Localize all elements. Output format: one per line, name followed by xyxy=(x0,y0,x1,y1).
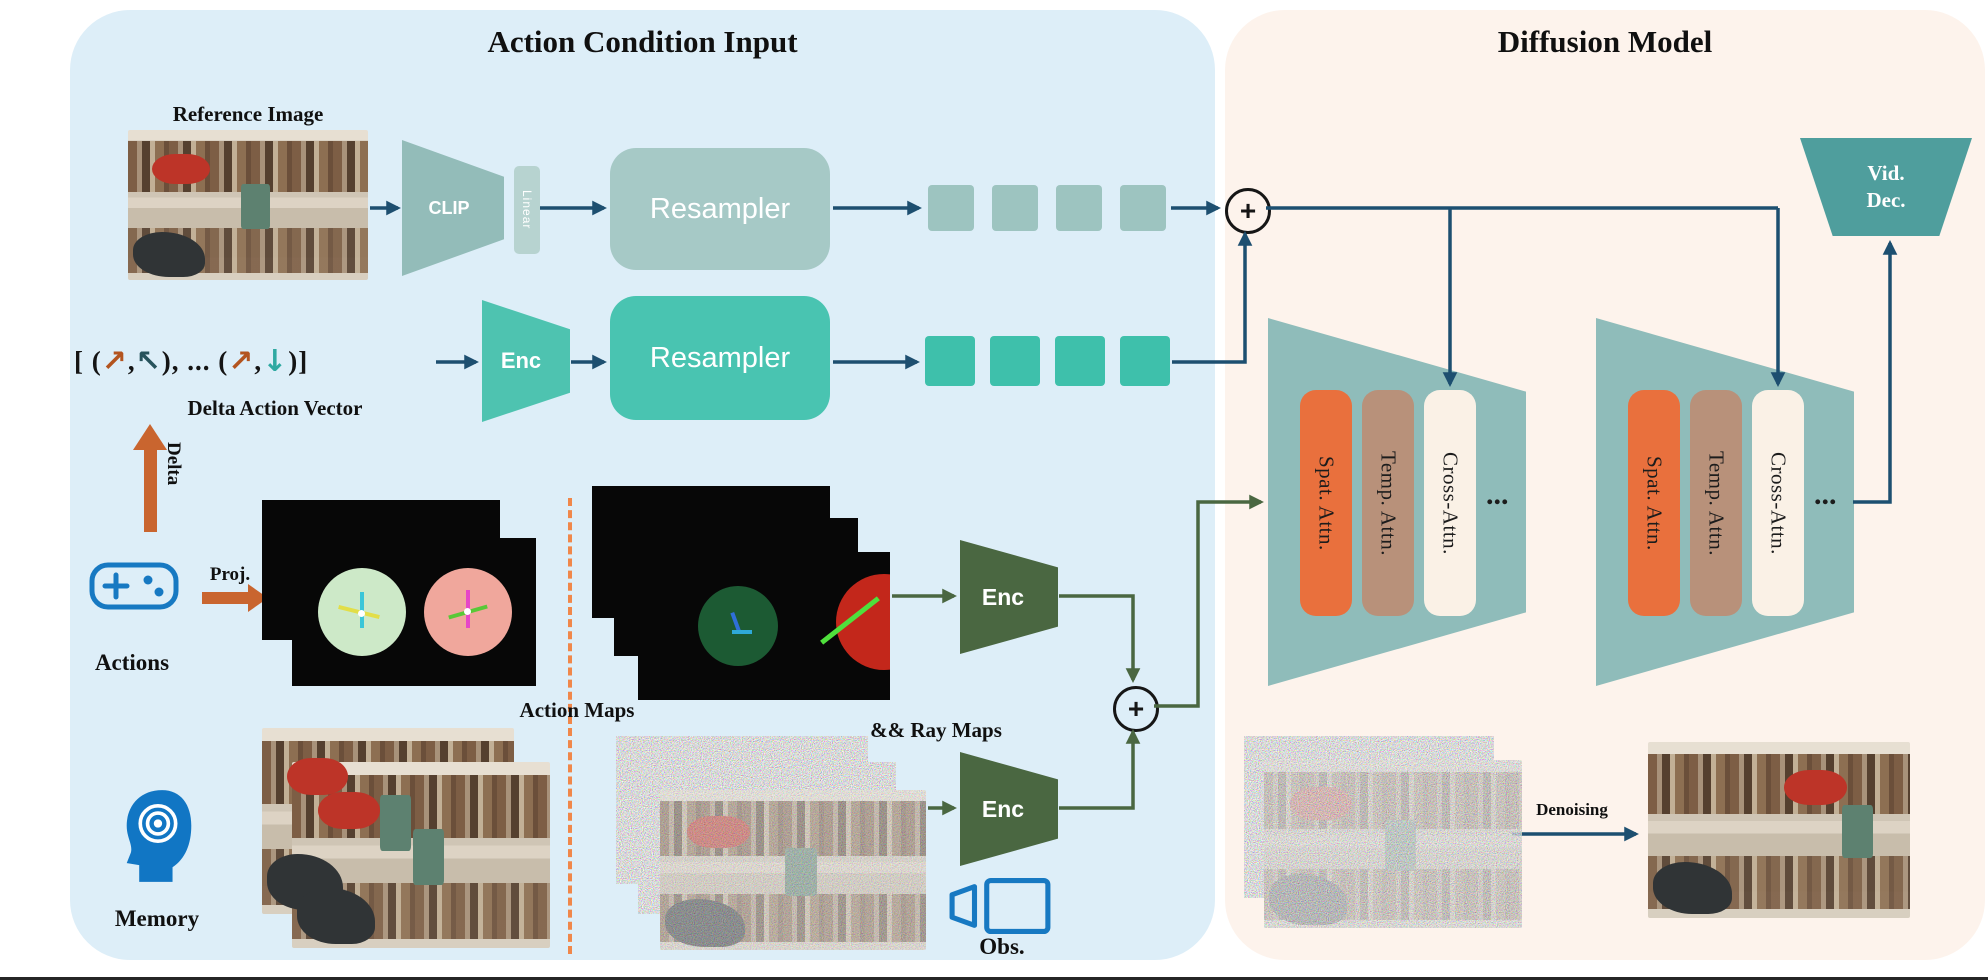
memory-image-front xyxy=(292,762,550,948)
dv-seg: , xyxy=(127,345,136,376)
obs-label: Obs. xyxy=(979,934,1025,959)
dv-arrow-ne-icon: ↗ xyxy=(228,343,255,379)
spatial-attention-label: Spat. Attn. xyxy=(1314,455,1339,551)
action-maps-label: Action Maps xyxy=(519,698,635,722)
left-panel-title: Action Condition Input xyxy=(487,24,798,59)
delta-arrow-shaft xyxy=(144,448,157,532)
token xyxy=(1120,336,1170,386)
noisy-obs-frame-front xyxy=(660,790,926,950)
temporal-attention-block-2: Temp. Attn. xyxy=(1690,390,1742,616)
photo-red-car xyxy=(152,154,210,184)
temporal-attention-label: Temp. Attn. xyxy=(1704,450,1729,556)
photo-green-book xyxy=(240,184,270,229)
dv-arrow-ne-icon: ↗ xyxy=(101,343,128,379)
action-map-disc-pink xyxy=(424,568,512,656)
ray-maps-label: && Ray Maps xyxy=(870,718,1002,742)
axis-origin-dot xyxy=(358,610,365,617)
dv-arrow-nw-icon: ↖ xyxy=(135,343,162,379)
sum-node-bottom: + xyxy=(1113,686,1159,732)
ray-map-frame-front xyxy=(638,552,890,700)
axis-line-lightblue xyxy=(732,630,752,634)
ray-map-disc-green xyxy=(698,586,778,666)
token xyxy=(1120,185,1166,231)
vid-dec-line1: Vid. xyxy=(1867,160,1905,185)
axis-origin-dot xyxy=(464,608,471,615)
photo-red-car xyxy=(1784,770,1848,806)
temporal-attention-label: Temp. Attn. xyxy=(1376,450,1401,556)
action-map-disc-green xyxy=(318,568,406,656)
obs-encoder-label: Enc xyxy=(981,795,1025,822)
spatial-attention-label: Spat. Attn. xyxy=(1642,455,1667,551)
dv-seg: ), ... ( xyxy=(161,345,229,376)
spatial-attention-block-1: Spat. Attn. xyxy=(1300,390,1352,616)
reference-token-row xyxy=(928,185,1166,231)
reference-image xyxy=(128,130,368,280)
delta-action-vector-label: Delta Action Vector xyxy=(187,396,363,420)
resampler-reference-block: Resampler xyxy=(610,148,830,270)
token xyxy=(1056,185,1102,231)
ray-map-disc-red xyxy=(820,574,890,670)
video-decoder-block: Vid. Dec. xyxy=(1800,138,1972,236)
ellipsis-block-1: ... xyxy=(1486,478,1509,511)
sum-node-top: + xyxy=(1225,188,1271,234)
ray-line-green xyxy=(820,596,880,645)
token xyxy=(928,185,974,231)
photo-robot-arm xyxy=(1653,861,1732,915)
photo-robot-arm xyxy=(297,888,375,945)
obs-camera-icon xyxy=(949,877,1051,935)
dv-seg: , xyxy=(254,345,263,376)
actions-label: Actions xyxy=(94,650,170,675)
token xyxy=(992,185,1038,231)
plus-sign: + xyxy=(1127,693,1145,724)
right-panel-title: Diffusion Model xyxy=(1497,24,1713,59)
action-token-row xyxy=(925,336,1170,386)
delta-arrow-head xyxy=(133,424,167,450)
token xyxy=(1055,336,1105,386)
noise-overlay xyxy=(1264,760,1522,928)
resampler-action-block: Resampler xyxy=(610,296,830,420)
photo-robot-arm xyxy=(132,232,205,277)
noisy-latent-image-front xyxy=(1264,760,1522,928)
cross-attention-label: Cross-Attn. xyxy=(1438,451,1463,555)
clip-label: CLIP xyxy=(428,197,470,218)
dv-seg: )] xyxy=(288,345,309,376)
action-map-frame-front xyxy=(292,538,536,686)
delta-action-vector-expression: [ ( ↗ , ↖ ), ... ( ↗ , ↓ )] xyxy=(74,334,308,388)
proj-label: Proj. xyxy=(209,564,251,585)
token xyxy=(925,336,975,386)
cross-attention-block-1: Cross-Attn. xyxy=(1424,390,1476,616)
vid-dec-line2: Dec. xyxy=(1866,188,1906,212)
dashed-divider xyxy=(568,498,572,954)
proj-arrow-shaft xyxy=(202,592,248,604)
denoised-output-image xyxy=(1648,742,1910,918)
cross-attention-label: Cross-Attn. xyxy=(1766,451,1791,555)
denoising-label: Denoising xyxy=(1536,800,1608,819)
memory-head-icon xyxy=(126,790,192,882)
noise-overlay xyxy=(660,790,926,950)
bottom-rule xyxy=(0,977,1988,980)
memory-label: Memory xyxy=(114,906,200,931)
reference-image-label: Reference Image xyxy=(172,102,324,126)
photo-red-car xyxy=(317,791,380,829)
resampler-reference-label: Resampler xyxy=(649,192,791,225)
delta-arrow-label: Delta xyxy=(163,442,184,486)
plus-sign: + xyxy=(1239,195,1257,226)
dv-arrow-down-icon: ↓ xyxy=(262,343,289,379)
cross-attention-block-2: Cross-Attn. xyxy=(1752,390,1804,616)
photo-red-car xyxy=(287,757,348,795)
action-encoder-label: Enc xyxy=(500,348,542,373)
resampler-action-label: Resampler xyxy=(649,341,791,374)
ellipsis-block-2: ... xyxy=(1814,478,1837,511)
temporal-attention-block-1: Temp. Attn. xyxy=(1362,390,1414,616)
photo-green-book xyxy=(1841,805,1874,859)
linear-block: Linear xyxy=(514,166,540,254)
maps-encoder-label: Enc xyxy=(981,583,1025,610)
token xyxy=(990,336,1040,386)
photo-green-book xyxy=(380,794,411,851)
spatial-attention-block-2: Spat. Attn. xyxy=(1628,390,1680,616)
game-controller-icon xyxy=(89,562,179,610)
dv-seg: [ ( xyxy=(74,345,102,376)
linear-label: Linear xyxy=(520,190,534,230)
photo-green-book xyxy=(413,828,445,885)
